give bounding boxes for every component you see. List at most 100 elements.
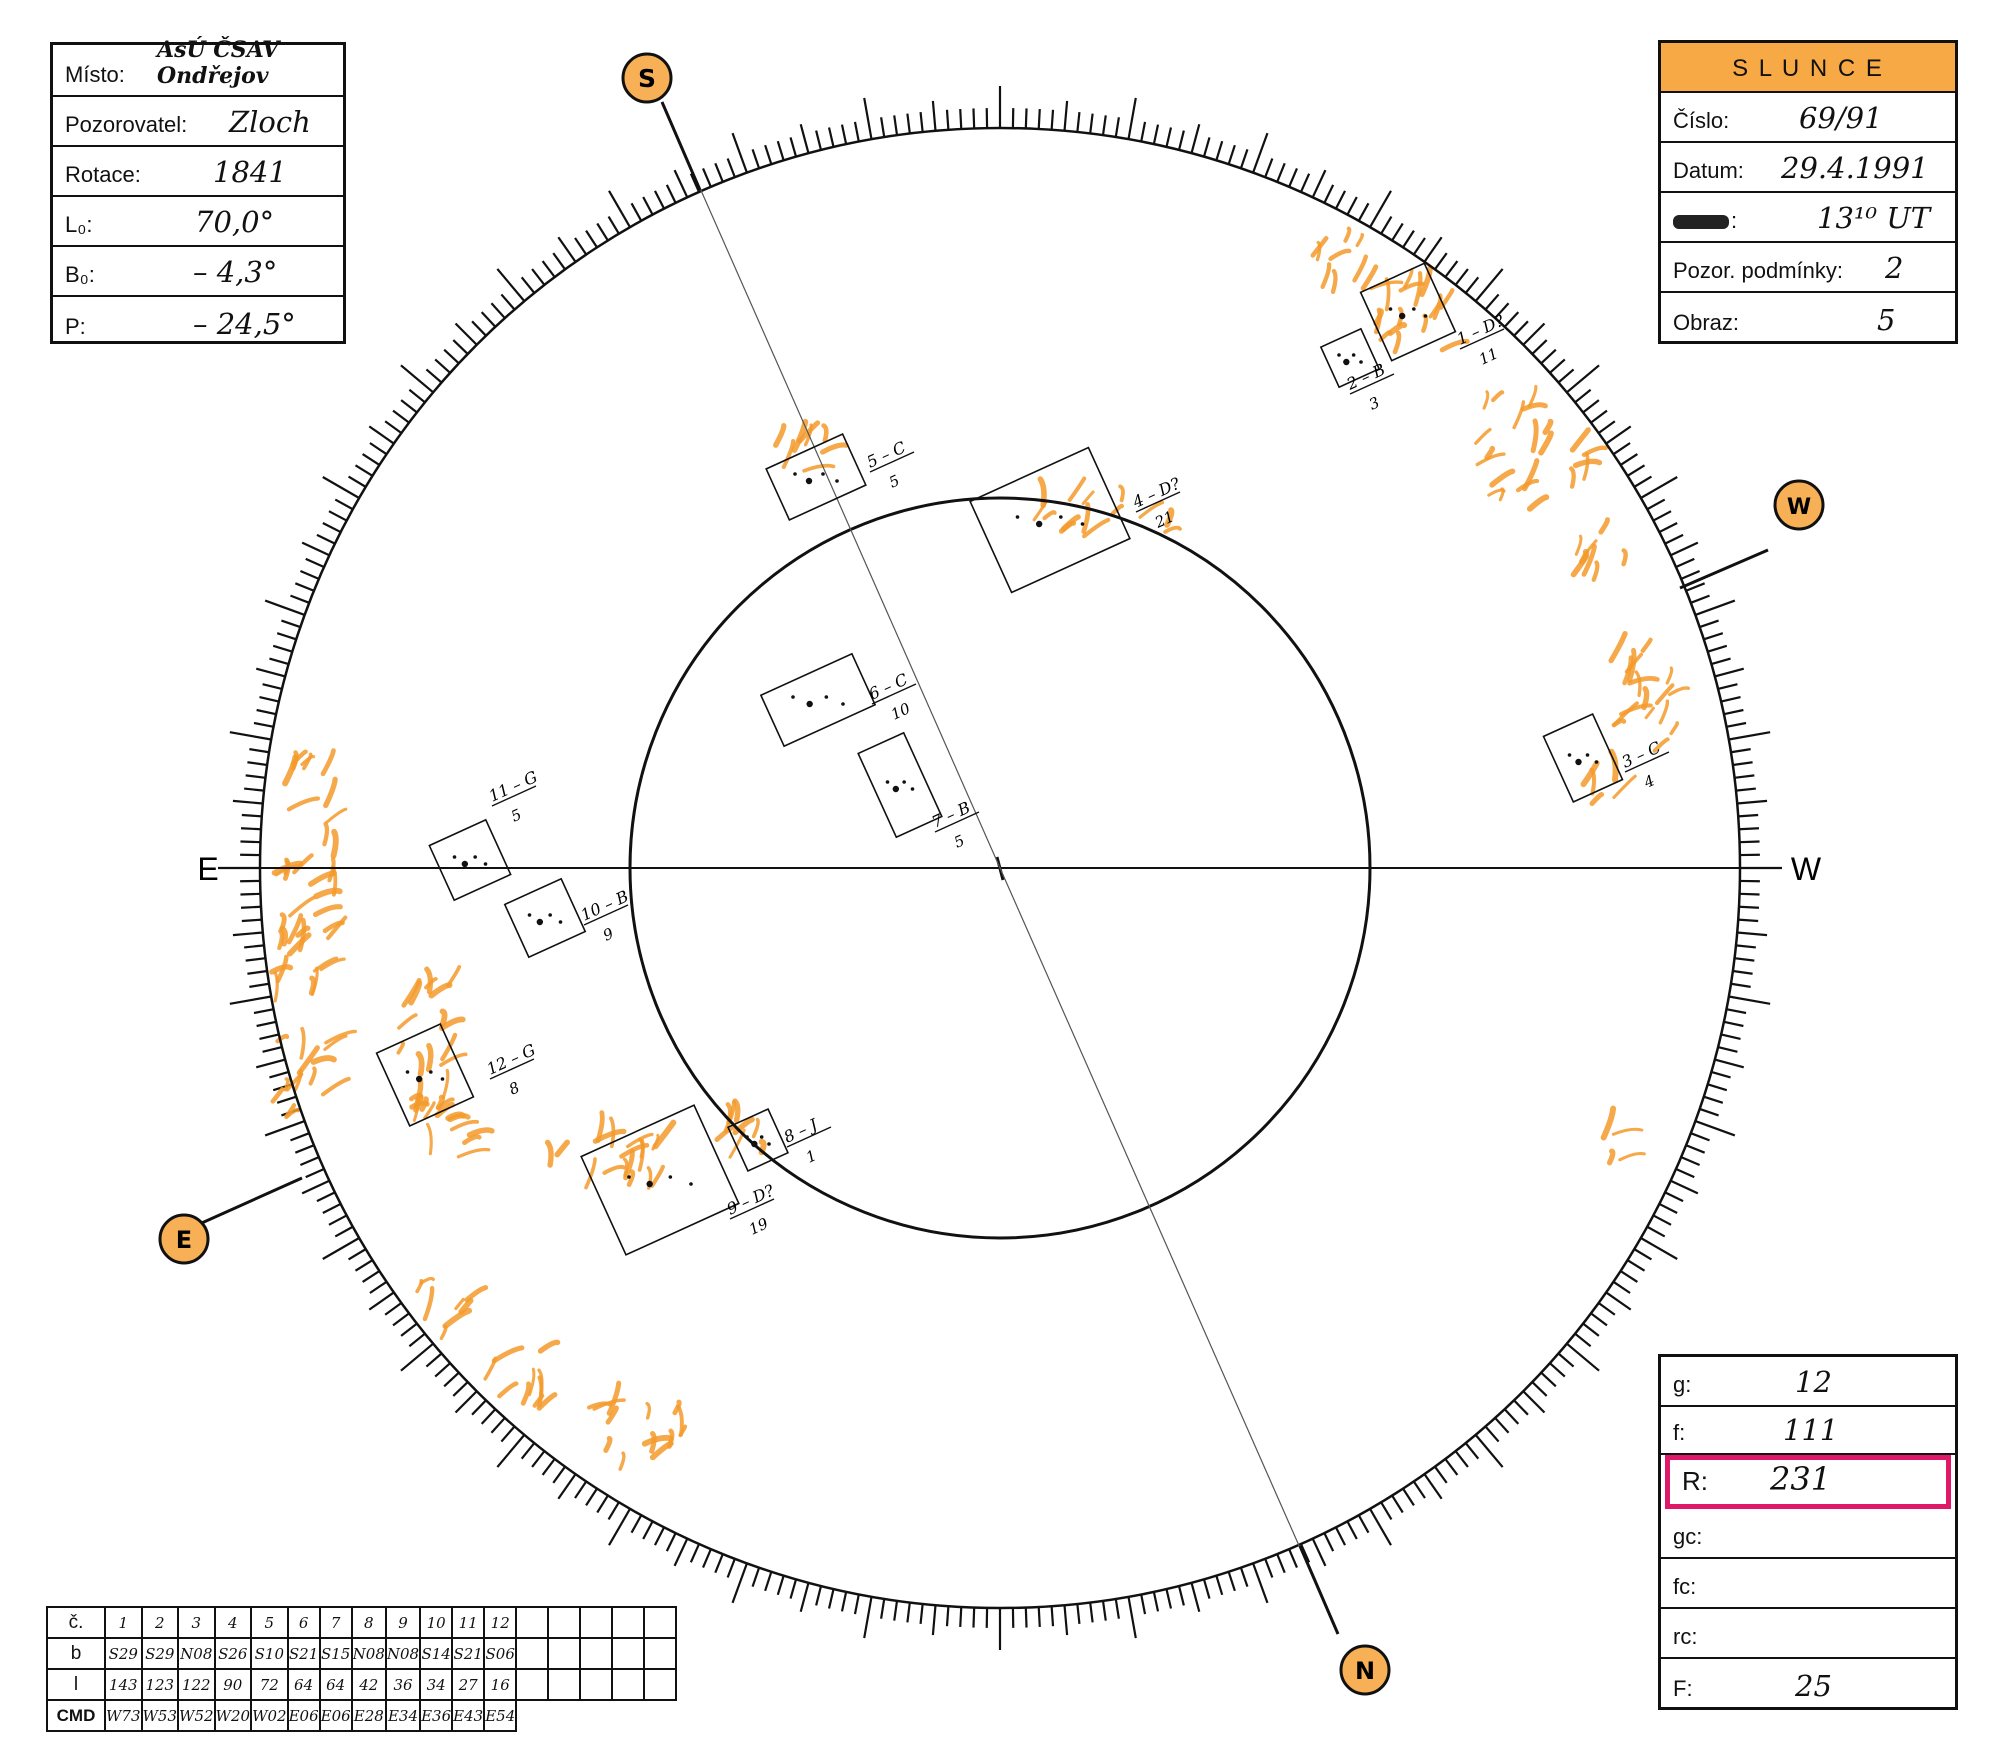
- scale-tick: [1024, 108, 1028, 129]
- n-badge-letter: N: [1355, 1657, 1375, 1685]
- scale-tick: [714, 162, 724, 183]
- faculae-layer: [269, 226, 1691, 1471]
- n-pointer-line: [1298, 1545, 1340, 1635]
- scale-tick: [1566, 1342, 1600, 1372]
- spot-dot: [910, 787, 915, 791]
- facula-stroke: [1042, 510, 1057, 521]
- facula-stroke: [466, 1127, 495, 1138]
- group-box: [1359, 262, 1457, 362]
- group-label: 12 – G: [484, 1040, 539, 1079]
- scale-tick: [290, 594, 310, 604]
- facula-stroke: [732, 1116, 755, 1136]
- scale-tick: [1089, 1602, 1094, 1623]
- scale-tick: [1680, 1156, 1701, 1166]
- scale-tick: [1412, 237, 1426, 256]
- scale-tick: [425, 1352, 443, 1368]
- scale-tick: [490, 1417, 506, 1434]
- fraction-bar: [1135, 491, 1181, 513]
- spot-dot: [759, 1135, 764, 1139]
- scale-tick: [931, 100, 937, 131]
- scale-tick: [1605, 1291, 1632, 1311]
- scale-tick: [1513, 320, 1529, 337]
- facula-stroke: [819, 442, 849, 455]
- group-number-cell: 8: [350, 1606, 387, 1639]
- scale-tick: [1334, 190, 1347, 210]
- fc-label: fc:: [1673, 1574, 1697, 1599]
- spot-dot: [1351, 353, 1356, 357]
- empty-cell: [611, 1637, 646, 1670]
- scale-tick: [1717, 1045, 1738, 1053]
- facula-stroke: [1589, 767, 1597, 796]
- scale-tick: [1574, 1332, 1592, 1348]
- facula-stroke: [1624, 652, 1643, 674]
- spot-dot: [1423, 314, 1428, 318]
- scale-tick: [452, 339, 469, 355]
- longitude-cell: 90: [213, 1668, 253, 1701]
- scale-tick: [1612, 1280, 1631, 1294]
- facula-stroke: [1538, 430, 1554, 456]
- group-box: [857, 731, 943, 839]
- podminky-value: 2: [1885, 251, 1904, 285]
- scale-tick: [893, 1600, 899, 1621]
- scale-tick: [1658, 1202, 1678, 1215]
- cas-row: : 13¹⁰ UT: [1661, 193, 1955, 243]
- scale-tick: [362, 1270, 380, 1283]
- row-header-cell: CMD: [46, 1699, 106, 1732]
- cmd-cell: W52: [177, 1699, 216, 1732]
- facula-stroke: [269, 964, 294, 975]
- cmd-cell: E54: [483, 1699, 518, 1732]
- spot-dot: [405, 1070, 410, 1074]
- cmd-cell: E34: [384, 1699, 422, 1732]
- facula-stroke: [1489, 468, 1516, 488]
- scale-tick: [1434, 252, 1448, 270]
- facula-stroke: [491, 1345, 525, 1364]
- scale-tick: [1402, 1488, 1415, 1506]
- scale-tick: [919, 112, 924, 133]
- sunspot-group: 7 – B5: [857, 731, 980, 852]
- longitude-cell: 64: [286, 1668, 321, 1701]
- facula-stroke: [277, 929, 284, 951]
- scale-tick: [480, 1408, 497, 1425]
- facula-stroke: [1530, 418, 1539, 454]
- scale-tick: [1140, 121, 1147, 142]
- facula-stroke: [605, 1405, 619, 1425]
- scale-tick: [827, 127, 835, 148]
- group-label: 6 – C: [866, 670, 911, 704]
- scale-tick: [384, 420, 402, 434]
- facula-stroke: [537, 1339, 561, 1354]
- group-number-cell: 3: [177, 1606, 216, 1639]
- longitude-cell: 72: [250, 1668, 289, 1701]
- scale-tick: [1165, 1588, 1173, 1609]
- scale-tick: [1522, 1390, 1546, 1414]
- scale-tick: [322, 521, 342, 534]
- spot-dot: [689, 1182, 693, 1186]
- facula-stroke: [321, 1076, 351, 1097]
- scale-tick: [751, 1567, 761, 1587]
- group-count: 4: [1640, 771, 1657, 792]
- scale-tick: [1739, 892, 1760, 896]
- scale-tick: [863, 97, 873, 140]
- scale-tick: [972, 1607, 976, 1628]
- scale-tick: [322, 476, 360, 499]
- scale-tick: [893, 115, 899, 136]
- scale-tick: [245, 774, 266, 779]
- s-badge: S: [621, 52, 673, 104]
- facula-stroke: [401, 977, 422, 1008]
- empty-cell: [547, 1668, 582, 1701]
- fraction-bar: [786, 1126, 832, 1148]
- group-number-cell: 10: [419, 1606, 454, 1639]
- scale-tick: [1735, 944, 1756, 949]
- facula-stroke: [1634, 670, 1642, 698]
- group-box: [1319, 327, 1381, 389]
- facula-stroke: [442, 1307, 473, 1329]
- facula-stroke: [1373, 308, 1384, 326]
- scale-tick: [328, 510, 348, 522]
- scale-tick: [1531, 339, 1548, 355]
- scale-tick: [574, 1480, 588, 1499]
- w-badge-letter: W: [1787, 495, 1811, 520]
- scale-tick: [557, 1473, 577, 1500]
- scale-tick: [1670, 1179, 1699, 1195]
- facula-stroke: [458, 1297, 474, 1315]
